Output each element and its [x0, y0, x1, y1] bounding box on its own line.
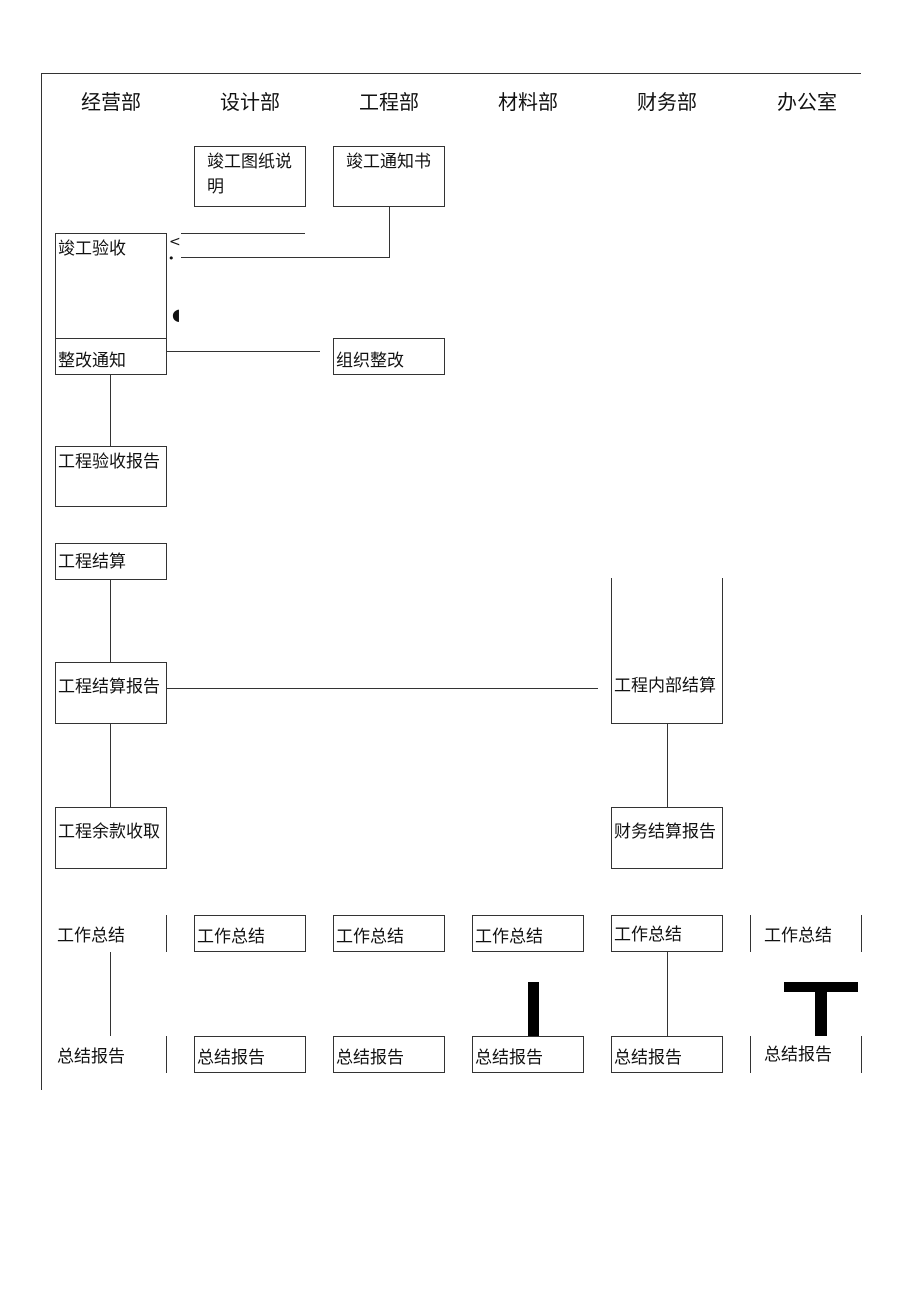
summary-report-office: 总结报告 [750, 1036, 862, 1073]
dept-header-sales: 经营部 [81, 90, 141, 114]
node-rectification-notice: 整改通知 [55, 338, 167, 375]
node-project-settlement: 工程结算 [55, 543, 167, 580]
connector-notice-to-report [110, 374, 111, 447]
dept-header-engineering: 工程部 [359, 90, 419, 114]
connector-rectification [166, 351, 320, 352]
heavy-bar-mark [528, 982, 539, 1036]
dept-header-design: 设计部 [220, 90, 280, 114]
dept-header-materials: 材料部 [498, 90, 558, 114]
work-summary-materials: 工作总结 [472, 915, 584, 952]
work-summary-sales: 工作总结 [55, 915, 167, 952]
heavy-t-mark-stem [815, 982, 827, 1036]
connector-internal-to-finance [667, 723, 668, 808]
node-completion-acceptance: 竣工验收 [55, 233, 167, 339]
summary-report-sales: 总结报告 [55, 1036, 167, 1073]
connector-notice-to-acceptance [181, 257, 390, 258]
summary-report-engineering: 总结报告 [333, 1036, 445, 1073]
arrow-mark: < [169, 234, 181, 250]
connector-settlement-down [110, 579, 111, 663]
half-circle-mark: ◖ [172, 305, 181, 324]
dept-header-office: 办公室 [777, 90, 837, 114]
connector-summary-finance [667, 952, 668, 1036]
connector-settlement-to-balance [110, 723, 111, 808]
connector-settlement-to-internal [166, 688, 598, 689]
diagram-frame-left [41, 73, 42, 1090]
connector-summary-sales [110, 952, 111, 1036]
node-completion-drawing-notes: 竣工图纸说明 [194, 146, 306, 207]
node-finance-settlement-report: 财务结算报告 [611, 807, 723, 869]
work-summary-office: 工作总结 [750, 915, 862, 952]
diagram-frame-top [41, 73, 861, 74]
connector-drawing-to-acceptance [181, 233, 305, 234]
node-balance-collection: 工程余款收取 [55, 807, 167, 869]
node-acceptance-report: 工程验收报告 [55, 446, 167, 507]
node-completion-notice: 竣工通知书 [333, 146, 445, 207]
summary-report-design: 总结报告 [194, 1036, 306, 1073]
node-internal-settlement: 工程内部结算 [611, 578, 723, 724]
node-organize-rectification: 组织整改 [333, 338, 445, 375]
work-summary-finance: 工作总结 [611, 915, 723, 952]
dot-mark: • [168, 252, 175, 265]
dept-header-finance: 财务部 [637, 90, 697, 114]
summary-report-materials: 总结报告 [472, 1036, 584, 1073]
connector-notice-down [389, 206, 390, 258]
node-settlement-report: 工程结算报告 [55, 662, 167, 724]
work-summary-engineering: 工作总结 [333, 915, 445, 952]
summary-report-finance: 总结报告 [611, 1036, 723, 1073]
work-summary-design: 工作总结 [194, 915, 306, 952]
